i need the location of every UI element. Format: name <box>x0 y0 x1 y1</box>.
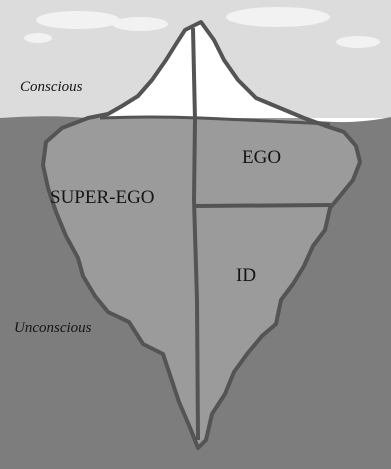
id-label: ID <box>236 265 257 286</box>
unconscious-label: Unconscious <box>14 320 92 336</box>
ego-label: EGO <box>242 147 282 168</box>
clouds <box>24 7 380 48</box>
ego-id-divider <box>194 203 332 208</box>
superego-label: SUPER-EGO <box>50 187 155 208</box>
center-divider <box>191 27 200 441</box>
iceberg-outline <box>41 20 362 450</box>
conscious-label: Conscious <box>20 79 83 95</box>
waterline <box>99 115 331 126</box>
